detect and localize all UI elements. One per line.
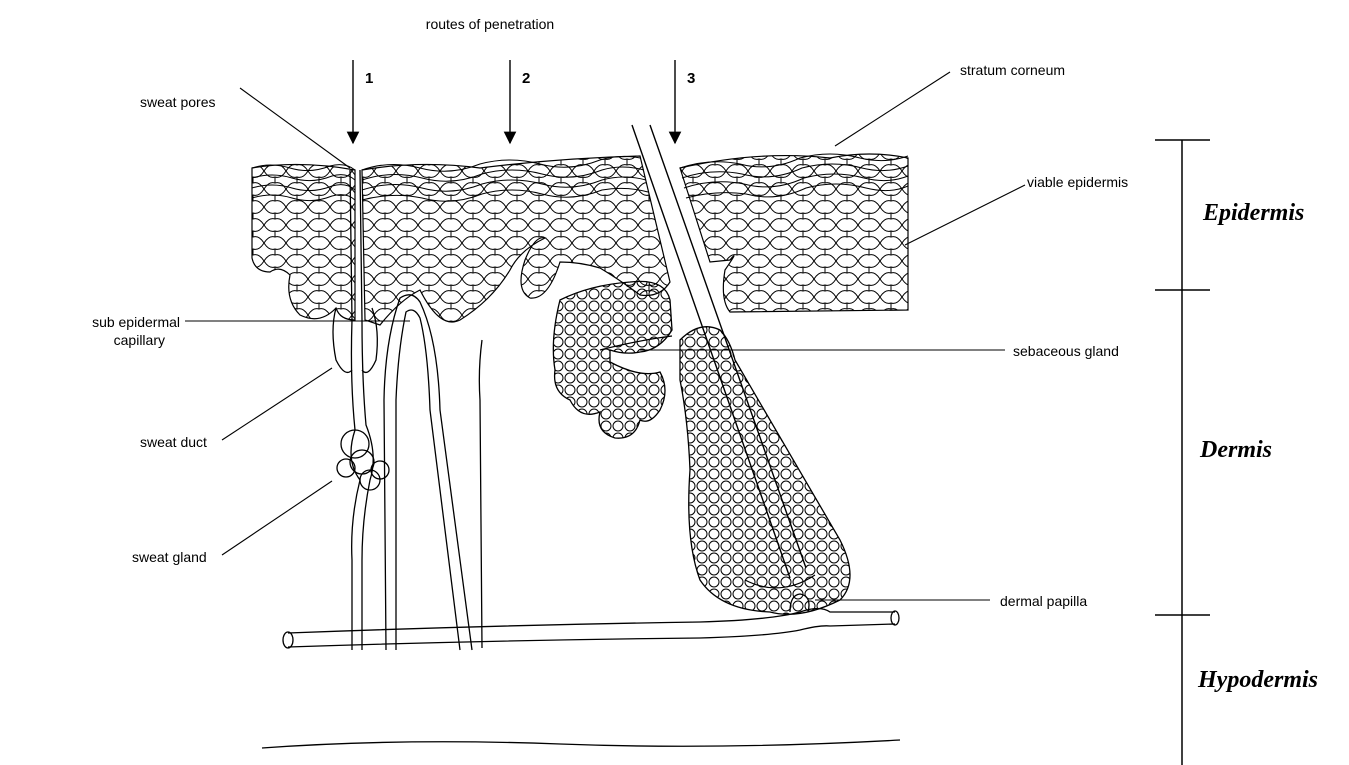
epidermis-left <box>252 164 355 320</box>
sebaceous-gland-shape <box>553 281 672 438</box>
capillary-loop <box>384 295 482 650</box>
route-1-number: 1 <box>365 70 373 87</box>
label-viable-epidermis: viable epidermis <box>1027 174 1128 190</box>
route-3-number: 3 <box>687 70 695 87</box>
label-sweat-gland: sweat gland <box>132 549 207 565</box>
label-sweat-duct: sweat duct <box>140 434 207 450</box>
label-sweat-pores: sweat pores <box>140 94 215 110</box>
label-sub-epidermal: sub epidermal <box>0 314 180 330</box>
layer-dermis: Dermis <box>1200 437 1272 464</box>
layer-epidermis: Epidermis <box>1203 200 1304 227</box>
epidermis-right <box>680 154 908 312</box>
diagram-title: routes of penetration <box>390 16 590 32</box>
label-dermal-papilla: dermal papilla <box>1000 593 1087 609</box>
route-arrows <box>353 60 675 143</box>
layer-hypodermis: Hypodermis <box>1198 667 1318 694</box>
hypodermis-boundary <box>262 740 900 748</box>
label-stratum-corneum: stratum corneum <box>960 62 1065 78</box>
label-capillary: capillary <box>0 332 165 348</box>
hair-follicle <box>680 327 850 615</box>
route-2-number: 2 <box>522 70 530 87</box>
label-sebaceous-gland: sebaceous gland <box>1013 343 1119 359</box>
